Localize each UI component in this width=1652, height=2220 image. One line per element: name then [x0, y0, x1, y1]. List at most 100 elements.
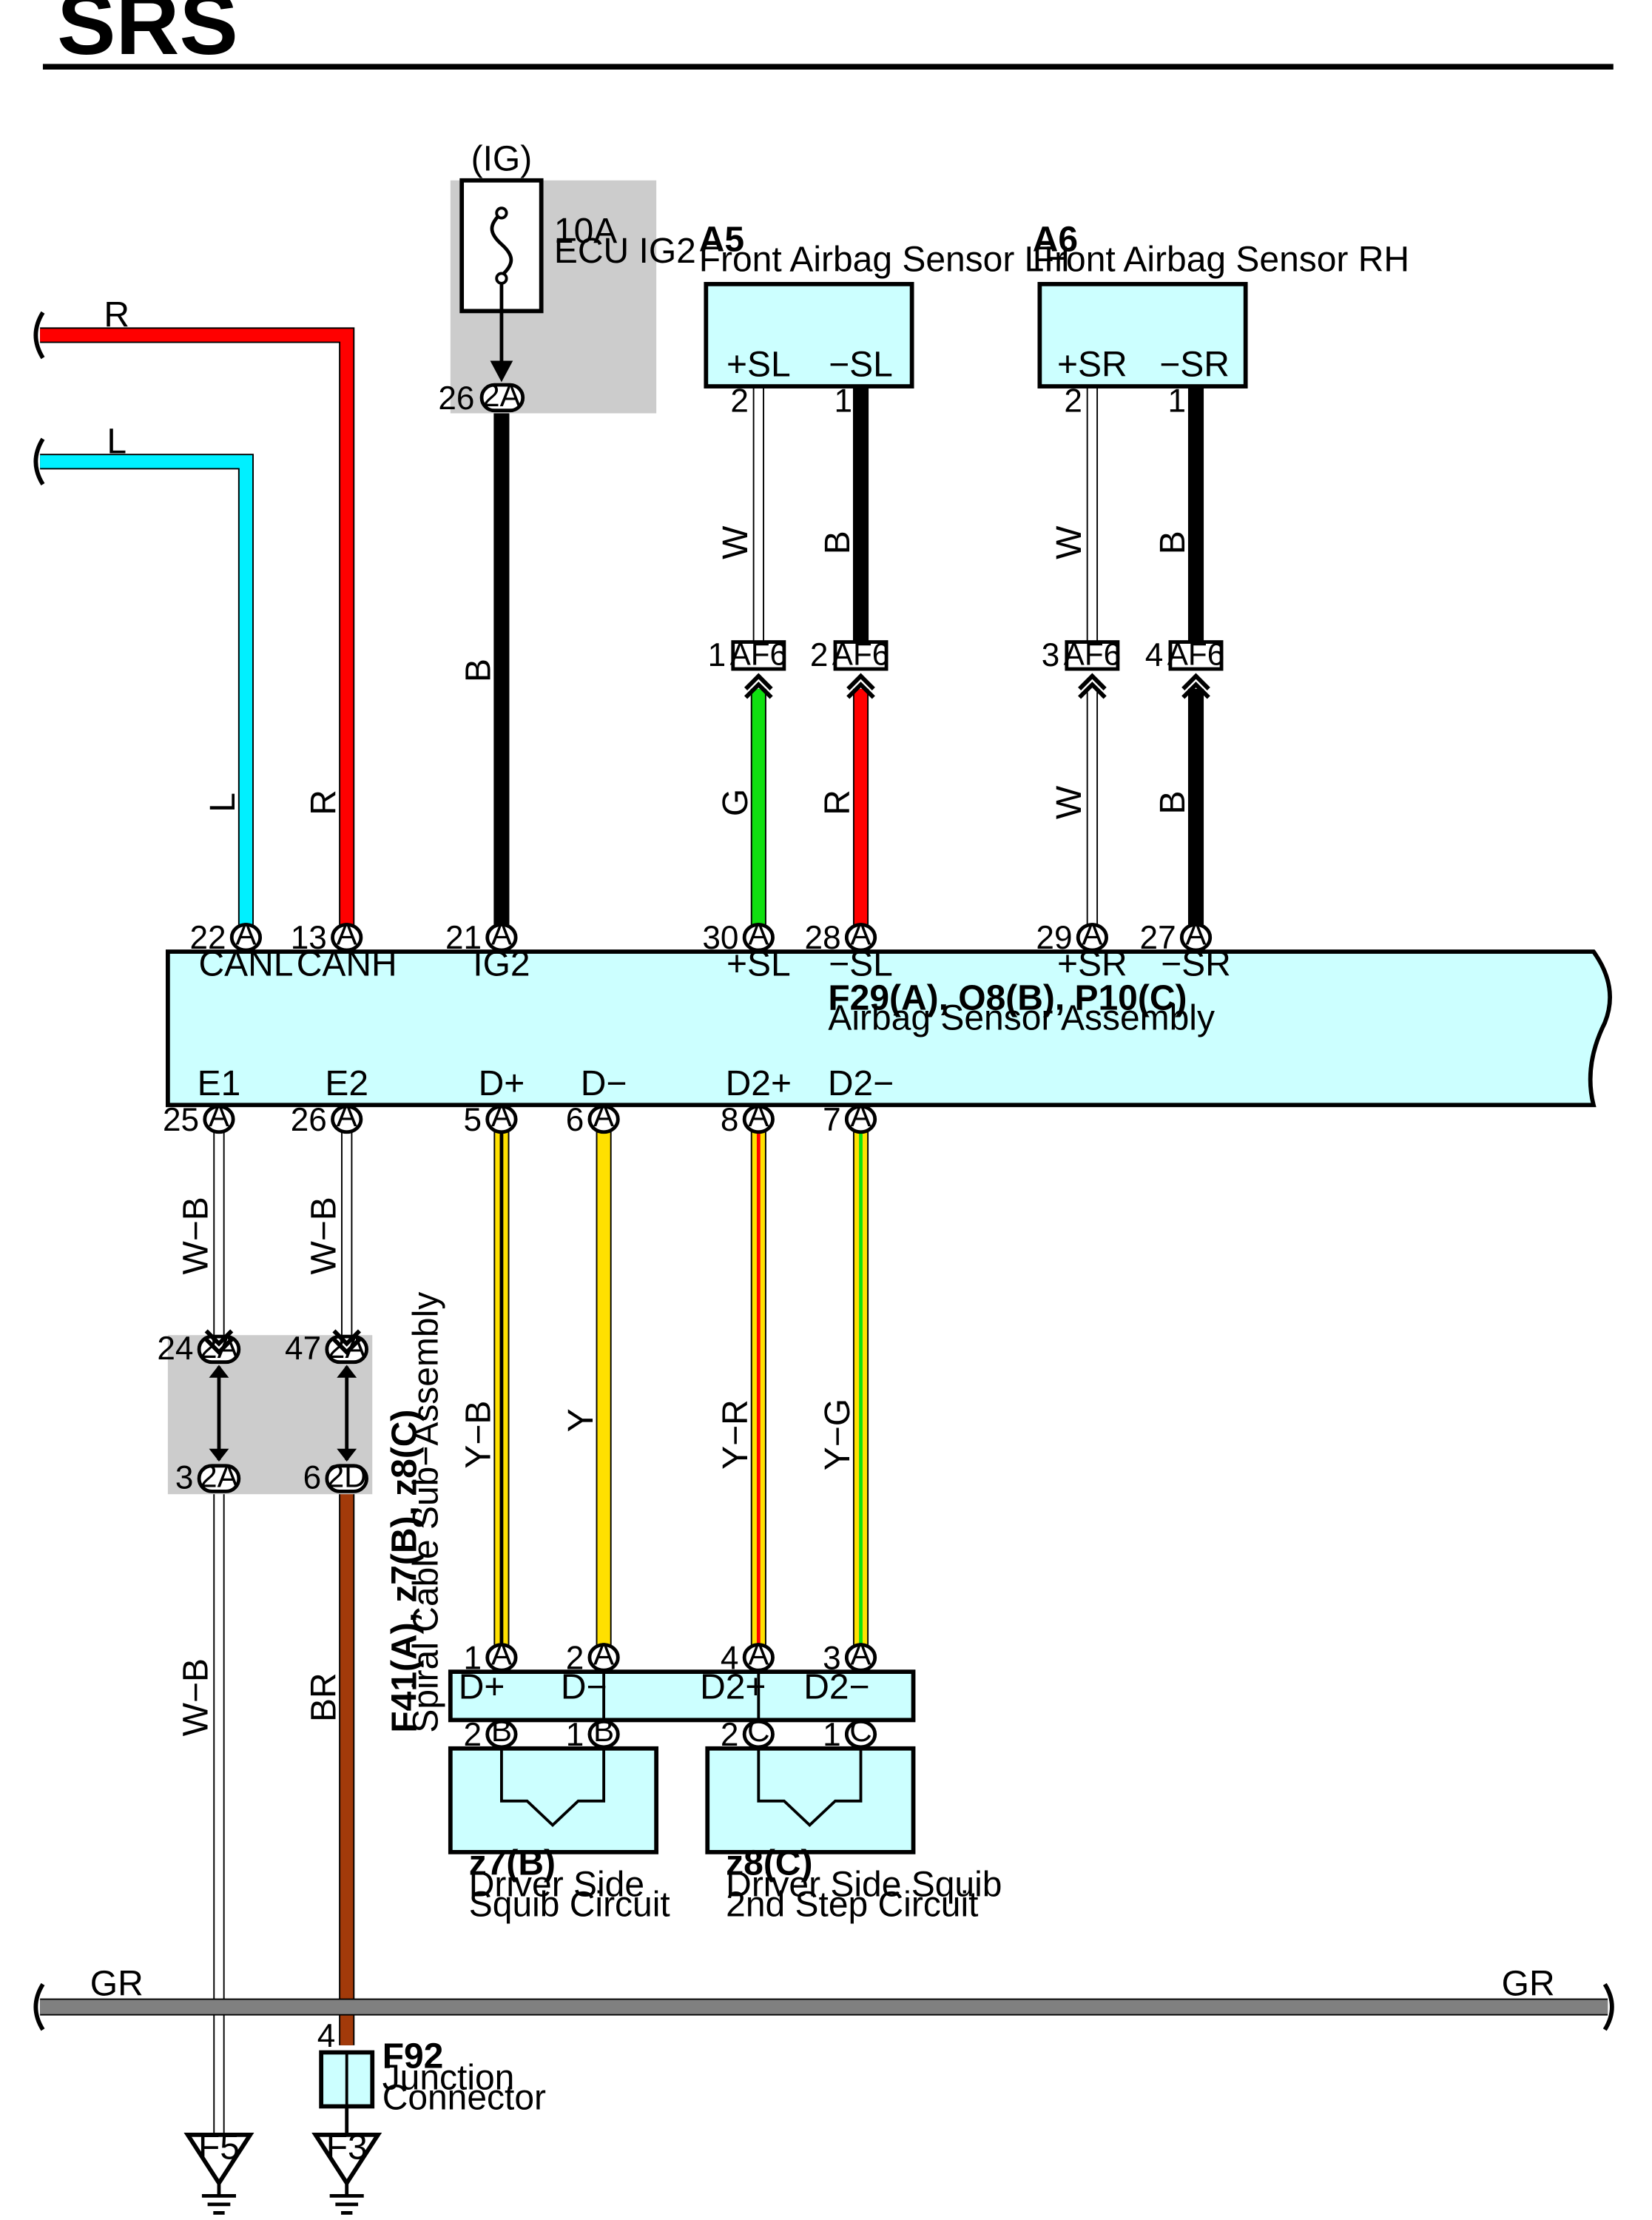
a6-term-pos: +SR: [1057, 346, 1127, 385]
spiral-cable-box: [448, 1669, 916, 1723]
assembly-bottom-pin-1: [331, 1104, 363, 1134]
assembly-bottom-term-5: D2−: [828, 1064, 894, 1103]
squib2-symbol: [757, 1748, 863, 1828]
assembly-title: F29(A), O8(B), P10(C): [828, 979, 1187, 1018]
af6-connector-3: [1065, 640, 1120, 671]
break-mark-gr-left: [33, 1982, 45, 2031]
spiral-term-2: D2+: [700, 1668, 766, 1707]
wire-label-d2_neg: Y−G: [818, 1399, 857, 1470]
af6-connector-4: [1168, 640, 1224, 671]
assembly-top-pin-2-number: 21: [445, 920, 482, 956]
assembly-top-pin-3: [742, 923, 775, 952]
wire-label-red: R: [104, 295, 129, 334]
af6-connector-label-1: AF6: [730, 636, 787, 671]
spiral-top-pin-2-number: 4: [721, 1640, 739, 1676]
wire-label-sl_neg: R: [818, 790, 857, 815]
junction-chevron-top-0-0: [204, 1337, 234, 1356]
spiral-term-0: D+: [459, 1668, 505, 1707]
assembly-top-term-1: CANH: [297, 945, 397, 984]
af6-chevron-3-0: [1078, 673, 1107, 690]
af6-chevron-4-0: [1181, 673, 1210, 690]
assembly-top-pin-5-number: 29: [1036, 920, 1072, 956]
wire-label-sr_pos: W: [1050, 785, 1089, 819]
assembly-top-pin-4: [844, 923, 877, 952]
squib2-line2: 2nd Step Circuit: [726, 1885, 978, 1924]
spiral-bottom-pin-1-number: 1: [566, 1717, 584, 1753]
assembly-top-pin-5-letter: A: [1082, 916, 1103, 951]
af6-chevron-4-1: [1181, 682, 1210, 699]
wire-label-sl_pos: G: [716, 789, 755, 816]
wire-label-e2: W−B: [304, 1197, 343, 1274]
af6-chevron-3-1: [1078, 682, 1107, 699]
assembly-bottom-term-2: D+: [479, 1064, 525, 1103]
a5-term-neg: −SL: [829, 346, 893, 385]
assembly-top-term-4: −SL: [829, 945, 893, 984]
junction-arrow-down-0: [209, 1448, 229, 1462]
assembly-bottom-term-4: D2+: [726, 1064, 792, 1103]
spiral-top-pin-0: [485, 1643, 518, 1672]
af6-chevron-2-1: [846, 682, 875, 699]
wire-label-d_neg: Y: [562, 1408, 601, 1432]
fuse-icon: [490, 212, 513, 278]
spiral-bottom-pin-1-letter: B: [593, 1713, 614, 1748]
junction-top-pin-1: 47: [285, 1331, 321, 1367]
spiral-name: Spiral Cable Sub−Assembly: [407, 1292, 446, 1733]
airbag-sensor-assembly-box: [165, 949, 1613, 1108]
junction-chevron-top-1-1: [332, 1329, 362, 1347]
fuse-connector-label: 2A: [482, 378, 521, 413]
fuse-connector-2a: [479, 383, 525, 413]
assembly-top-term-2: IG2: [473, 945, 530, 984]
spiral-term-1: D−: [561, 1668, 607, 1707]
junction-bottom-connector-label-0: 2A: [200, 1459, 238, 1494]
a5-box: [704, 281, 914, 388]
wire-label-ground-e1: W−B: [177, 1658, 216, 1736]
ground-triangle-0: [183, 2132, 254, 2187]
junction-arrow-up-1: [337, 1365, 357, 1378]
assembly-bottom-pin-1-letter: A: [337, 1098, 358, 1133]
assembly-top-pin-0: [229, 923, 263, 952]
fuse-source: (IG): [471, 139, 533, 178]
a6-pin-neg: 1: [1168, 383, 1187, 420]
junction-bottom-pin-1: 6: [303, 1460, 322, 1496]
wire-label-can_h: R: [304, 790, 343, 815]
break-mark-0: [33, 311, 45, 360]
ground-triangle-1: [311, 2132, 382, 2187]
fuse-pin-number: 26: [438, 380, 474, 417]
assembly-top-pin-5: [1076, 923, 1108, 952]
assembly-top-pin-2-letter: A: [491, 916, 513, 951]
components-layer: [33, 64, 1614, 2215]
spiral-top-pin-2-letter: A: [748, 1637, 769, 1672]
assembly-top-pin-1-number: 13: [291, 920, 327, 956]
assembly-bottom-pin-4-number: 8: [721, 1102, 739, 1138]
assembly-top-term-3: +SL: [726, 945, 791, 984]
af6-connector-label-3: AF6: [1064, 636, 1121, 671]
assembly-name: Airbag Sensor Assembly: [828, 999, 1215, 1038]
assembly-bottom-pin-3-letter: A: [593, 1098, 615, 1133]
wire-label-d_pos: Y−B: [459, 1401, 499, 1469]
assembly-bottom-pin-0: [203, 1104, 235, 1134]
af6-connector-label-2: AF6: [832, 636, 889, 671]
assembly-top-pin-4-letter: A: [850, 916, 871, 951]
af6-pin-1: 1: [708, 637, 726, 673]
af6-pin-3: 3: [1042, 637, 1060, 673]
assembly-bottom-pin-2: [485, 1104, 518, 1134]
spiral-bottom-pin-0-letter: B: [491, 1713, 512, 1748]
a5-pin-pos: 2: [730, 383, 749, 420]
af6-chevron-1-1: [744, 682, 773, 699]
spiral-top-pin-2: [742, 1643, 775, 1672]
assembly-top-term-6: −SR: [1161, 945, 1231, 984]
assembly-bottom-pin-5-number: 7: [823, 1102, 841, 1138]
wire-label-ground-e2: BR: [304, 1672, 343, 1722]
fuse-terminal-top: [495, 206, 508, 220]
squib2-id: z8(C): [726, 1844, 812, 1883]
assembly-bottom-pin-0-number: 25: [163, 1102, 199, 1138]
f92-line1: Junction: [382, 2058, 515, 2097]
spiral-top-pin-3-letter: A: [850, 1637, 871, 1672]
assembly-top-pin-4-number: 28: [805, 920, 841, 956]
assembly-bottom-term-0: E1: [198, 1064, 241, 1103]
spiral-bottom-pin-0-number: 2: [464, 1717, 482, 1753]
junction-chevron-top-0-1: [204, 1329, 234, 1347]
af6-connector-2: [833, 640, 889, 671]
a6-term-neg: −SR: [1159, 346, 1230, 385]
assembly-bottom-pin-3-number: 6: [566, 1102, 584, 1138]
